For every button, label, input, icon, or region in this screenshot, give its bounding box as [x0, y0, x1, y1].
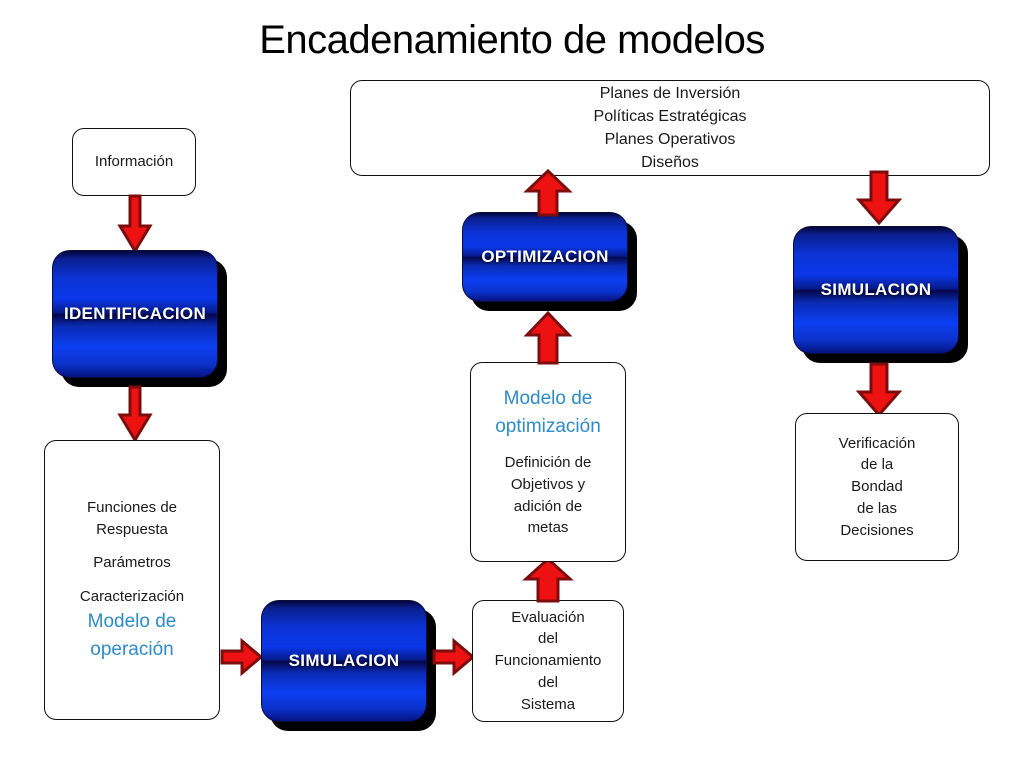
spacer	[53, 574, 211, 586]
identificacion-box-face: IDENTIFICACION	[52, 250, 218, 378]
verificacion-box: Verificación de la Bondad de las Decisio…	[795, 413, 959, 561]
spacer	[479, 440, 617, 452]
evaluacion-line-4: del	[537, 673, 559, 691]
modelo-operacion-box: Funciones de Respuesta Parámetros Caract…	[44, 440, 220, 720]
modelo-operacion-line-2: Respuesta	[96, 520, 168, 538]
spacer	[53, 540, 211, 552]
arrow-simulacion-to-evaluacion	[432, 637, 476, 677]
evaluacion-box: Evaluación del Funcionamiento del Sistem…	[472, 600, 624, 722]
modelo-optimizacion-line-1: Definición de	[504, 454, 592, 472]
modelo-optimizacion-highlight-1: Modelo de	[503, 387, 593, 409]
arrow-evaluacion-to-modelo-optimizacion	[522, 556, 574, 603]
optimizacion-label: OPTIMIZACION	[481, 247, 609, 266]
modelo-optimizacion-line-3: adición de	[513, 497, 583, 515]
page-title: Encadenamiento de modelos	[259, 18, 765, 62]
arrow-outputs-to-simulacion-right	[855, 170, 903, 226]
identificacion-box: IDENTIFICACION	[52, 250, 227, 387]
outputs-line-1: Planes de Inversión	[599, 84, 741, 102]
evaluacion-line-1: Evaluación	[511, 608, 585, 626]
arrow-modelo-operacion-to-simulacion	[220, 637, 264, 677]
evaluacion-line-2: del	[537, 630, 559, 648]
simulacion-bottom-box-face: SIMULACION	[261, 600, 427, 722]
simulacion-bottom-label: SIMULACION	[288, 651, 400, 670]
modelo-optimizacion-line-2: Objetivos y	[510, 475, 586, 493]
arrow-identificacion-to-modelo-operacion	[117, 385, 153, 443]
verificacion-line-4: de las	[856, 499, 898, 517]
modelo-operacion-line-1: Funciones de	[86, 498, 178, 516]
optimizacion-box: OPTIMIZACION	[462, 212, 637, 311]
modelo-optimizacion-highlight-2: optimización	[495, 415, 601, 437]
verificacion-line-3: Bondad	[851, 478, 903, 496]
informacion-label: Información	[94, 153, 174, 171]
outputs-line-4: Diseños	[641, 154, 699, 172]
informacion-box: Información	[72, 128, 196, 196]
arrow-modelo-optimizacion-to-optimizacion	[523, 310, 573, 365]
modelo-operacion-highlight-2: operación	[90, 638, 174, 660]
arrow-informacion-to-identificacion	[117, 194, 153, 254]
simulacion-right-box-face: SIMULACION	[793, 226, 959, 354]
simulacion-right-label: SIMULACION	[820, 280, 932, 299]
optimizacion-box-face: OPTIMIZACION	[462, 212, 628, 302]
modelo-optimizacion-box: Modelo de optimización Definición de Obj…	[470, 362, 626, 562]
modelo-operacion-highlight-1: Modelo de	[87, 610, 177, 632]
modelo-optimizacion-line-4: metas	[527, 519, 569, 537]
evaluacion-line-5: Sistema	[520, 695, 576, 713]
simulacion-right-box: SIMULACION	[793, 226, 968, 363]
outputs-line-3: Planes Operativos	[604, 131, 736, 148]
outputs-box: Planes de Inversión Políticas Estratégic…	[350, 80, 990, 176]
modelo-operacion-line-3: Parámetros	[93, 554, 171, 572]
simulacion-bottom-box: SIMULACION	[261, 600, 436, 731]
verificacion-line-5: Decisiones	[840, 521, 914, 539]
evaluacion-line-3: Funcionamiento	[494, 652, 602, 670]
modelo-operacion-line-4: Caracterización	[79, 588, 185, 606]
outputs-line-2: Políticas Estratégicas	[593, 107, 747, 125]
arrow-optimizacion-to-outputs	[523, 168, 573, 217]
arrow-simulacion-right-to-verificacion	[855, 362, 903, 418]
verificacion-line-1: Verificación	[838, 434, 916, 452]
verificacion-line-2: de la	[860, 456, 894, 474]
identificacion-label: IDENTIFICACION	[63, 304, 207, 323]
